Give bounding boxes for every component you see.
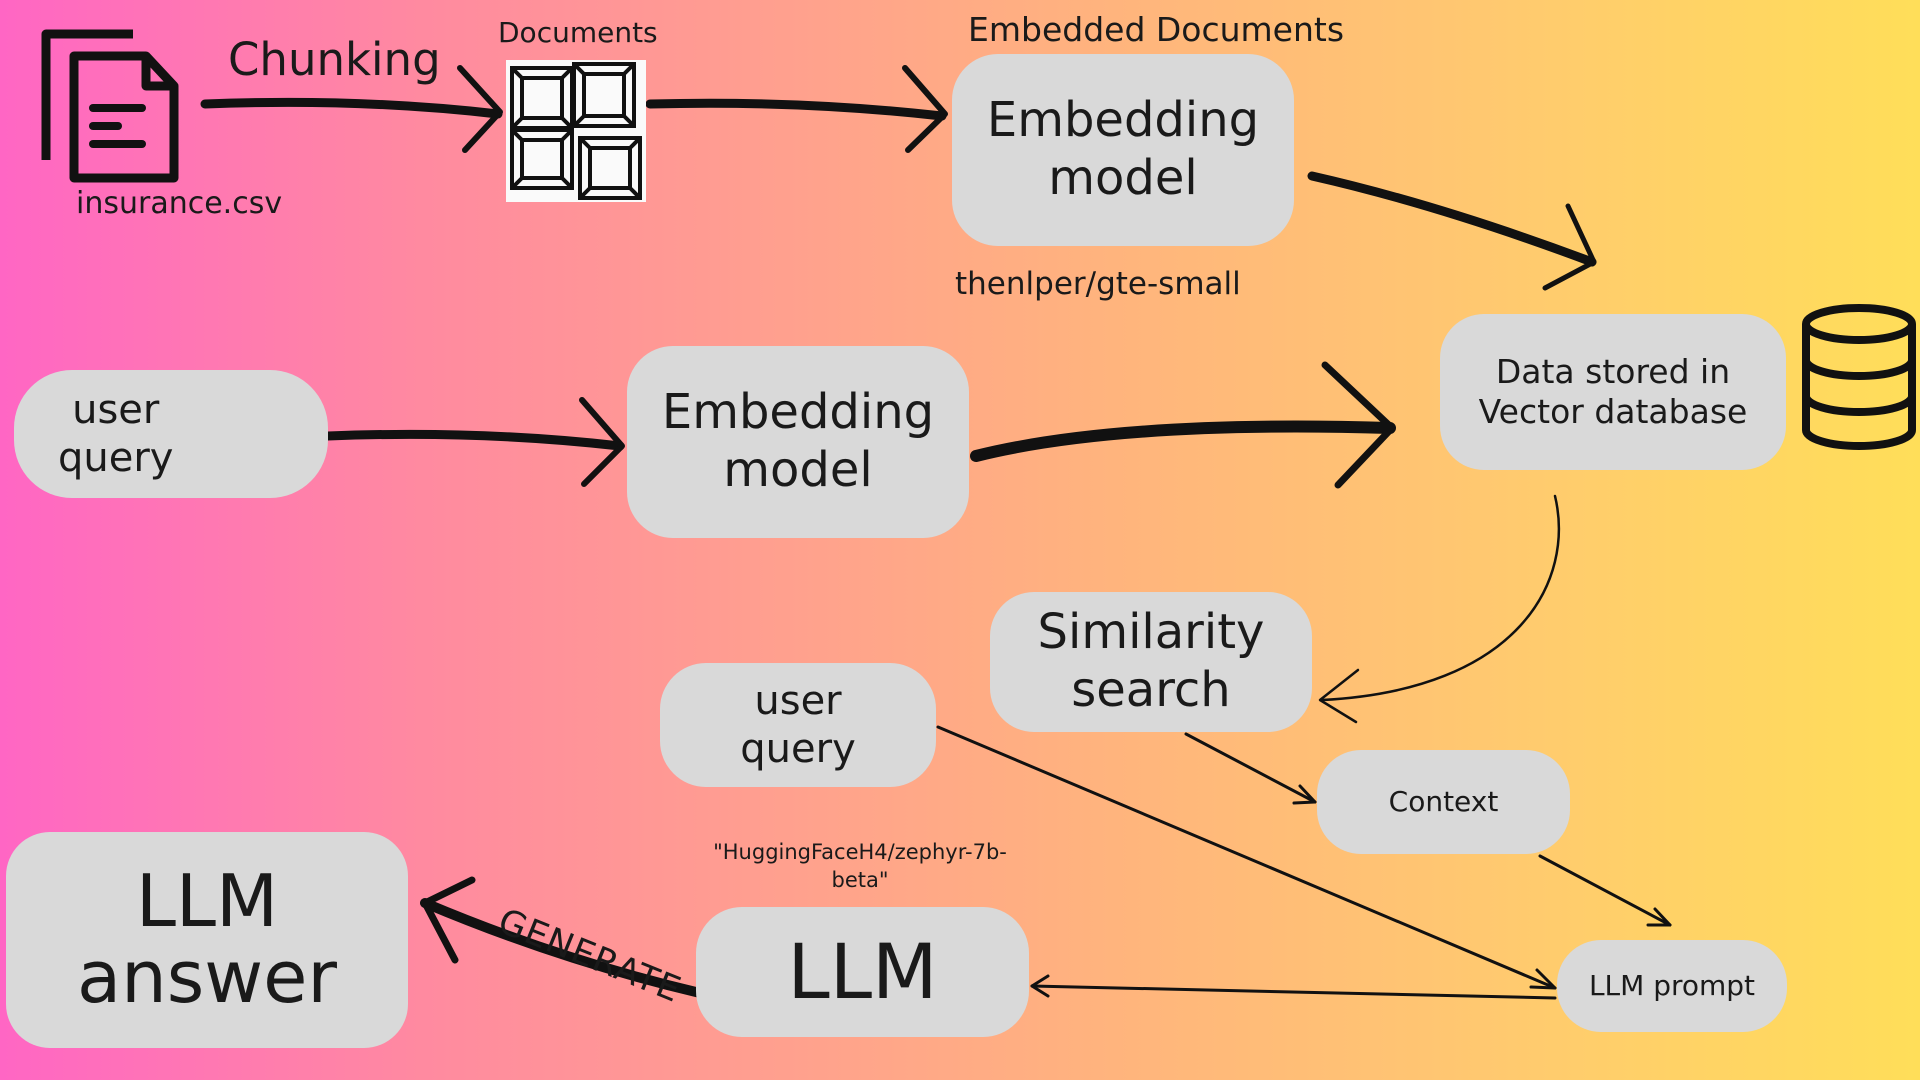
arrow-embedding-to-vector-db	[1307, 171, 1597, 291]
llm-prompt-node: LLM prompt	[1557, 940, 1787, 1032]
arrow-llm-prompt-to-llm	[1030, 974, 1557, 1000]
llm-answer-node: LLM answer	[6, 832, 408, 1048]
embedding-model-top-node: Embedding model	[952, 54, 1294, 246]
user-query-top-node: user query	[14, 370, 328, 498]
arrow-vector-db-to-similarity	[1318, 494, 1561, 724]
chunking-label: Chunking	[228, 33, 441, 86]
arrow-chunking	[200, 65, 503, 153]
context-node: Context	[1317, 750, 1570, 854]
document-icon	[41, 29, 179, 183]
arrow-context-to-llm-prompt	[1538, 854, 1672, 927]
arrow-similarity-to-context	[1184, 732, 1317, 805]
embedded-documents-label: Embedded Documents	[968, 10, 1345, 49]
arrow-documents-to-embedding	[645, 65, 948, 153]
insurance-file-label: insurance.csv	[76, 186, 283, 221]
documents-label: Documents	[498, 16, 658, 49]
arrow-query-to-embedding	[323, 397, 625, 487]
arrow-embedding-to-vector-db-mid	[970, 361, 1396, 489]
embedding-model-name: thenlper/gte-small	[955, 266, 1241, 302]
embedding-model-mid-node: Embedding model	[627, 346, 969, 538]
vector-database-node: Data stored in Vector database	[1440, 314, 1786, 470]
document-chunks-icon	[506, 60, 646, 202]
arrow-query-to-llm-prompt	[936, 725, 1557, 990]
llm-model-name: "HuggingFaceH4/zephyr-7b- beta"	[713, 840, 1007, 893]
arrow-llm-to-answer	[420, 876, 705, 998]
user-query-bottom-node: user query	[660, 663, 936, 787]
llm-node: LLM	[696, 907, 1029, 1037]
similarity-search-node: Similarity search	[990, 592, 1312, 732]
database-icon	[1802, 304, 1916, 450]
